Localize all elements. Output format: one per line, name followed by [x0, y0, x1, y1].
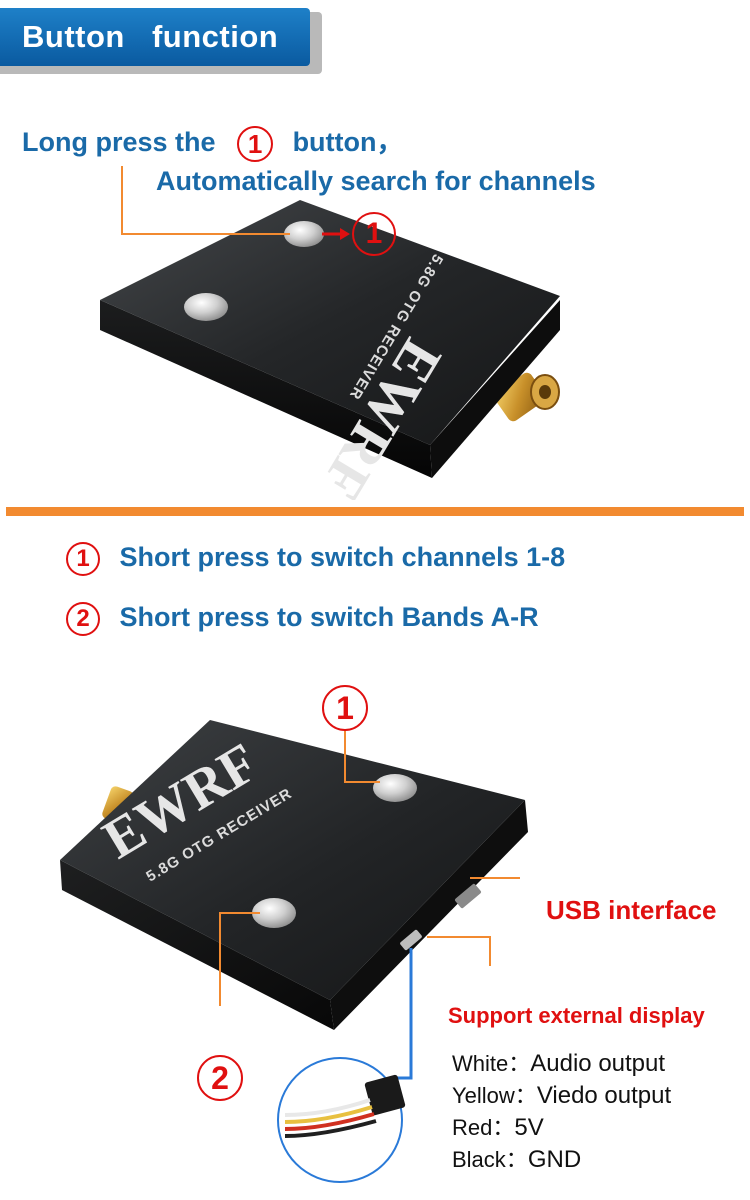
callout-number-bottom: 2 [197, 1055, 243, 1101]
pin-color: Yellow [452, 1083, 515, 1108]
callout-line-av [427, 936, 491, 966]
callout-line-1 [121, 166, 290, 235]
callout-line-bottom [219, 912, 260, 1006]
circled-number-1: 1 [66, 542, 100, 576]
external-display-label: Support external display [448, 1003, 705, 1028]
usb-interface-label: USB interface [546, 895, 717, 925]
short-press-bands-text: Short press to switch Bands A-R [119, 602, 539, 633]
callout-number-top: 1 [322, 685, 368, 731]
channel-button-2 [373, 774, 417, 802]
pin-color: Red [452, 1115, 493, 1140]
list-item: Yellow：Viedo output [452, 1078, 671, 1110]
antenna-connector-1 [494, 372, 560, 422]
device-1-illustration: EWRF 5.8G OTG RECEIVER [100, 166, 560, 500]
pin-function: GND [527, 1146, 582, 1173]
pin-function: 5V [514, 1114, 544, 1141]
long-press-text: Long press the [22, 127, 216, 157]
long-press-line: Long press the 1 button， [22, 120, 404, 162]
list-item: 1 Short press to switch channels 1-8 [66, 542, 565, 576]
pin-separator: ： [505, 1147, 528, 1172]
callout-line-top [344, 730, 380, 783]
pin-function: Audio output [530, 1050, 666, 1077]
device-2-illustration: EWRF 5.8G OTG RECEIVER [60, 720, 528, 1183]
callout-number-1: 1 [352, 212, 396, 256]
circled-number-2: 2 [66, 602, 100, 636]
list-item: Black：GND [452, 1142, 671, 1174]
band-button-1 [184, 293, 228, 321]
arrow-icon [340, 228, 350, 240]
short-press-channels-text: Short press to switch channels 1-8 [119, 542, 566, 573]
cable-inset [277, 1057, 406, 1183]
circled-number-1: 1 [237, 125, 274, 162]
button-word-text: button， [292, 127, 404, 157]
list-item: Red：5V [452, 1110, 671, 1142]
pin-separator: ： [492, 1115, 515, 1140]
av-port [400, 929, 422, 951]
pin-separator: ： [514, 1083, 537, 1108]
section-divider [6, 507, 744, 516]
pin-color: Black [452, 1147, 506, 1172]
pin-color: White [452, 1051, 509, 1076]
pin-separator: ： [508, 1051, 531, 1076]
page-title: Button function [0, 8, 310, 66]
pin-list: White：Audio output Yellow：Viedo output R… [452, 1046, 671, 1174]
channel-search-button-1 [284, 221, 324, 247]
list-item: White：Audio output [452, 1046, 671, 1078]
list-item: 2 Short press to switch Bands A-R [66, 602, 539, 636]
pin-function: Viedo output [536, 1082, 672, 1109]
band-button-2 [252, 898, 296, 928]
auto-search-text: Automatically search for channels [156, 166, 596, 196]
usb-port [455, 883, 481, 909]
